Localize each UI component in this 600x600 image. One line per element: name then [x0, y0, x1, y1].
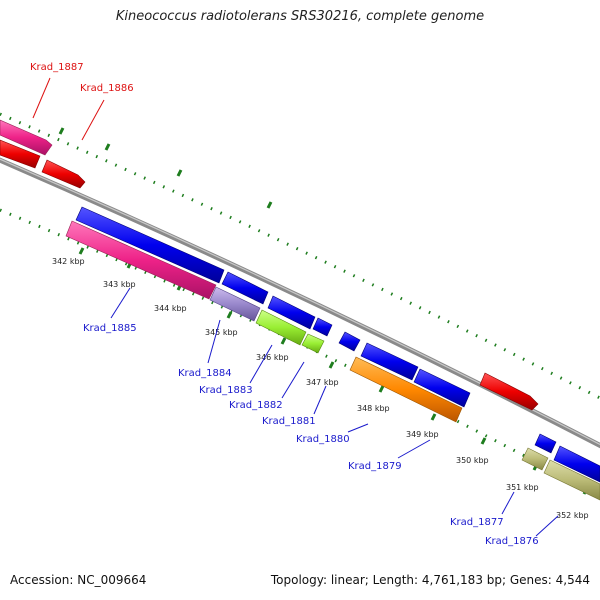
leader-krad-1885	[110, 287, 131, 319]
gene-blue-5[interactable]	[338, 331, 361, 352]
leader-krad-1884	[207, 319, 221, 364]
reverse-genes	[65, 206, 600, 501]
leader-krad-1887	[32, 77, 51, 119]
major-tick	[328, 361, 335, 369]
scale-label: 352 kbp	[556, 511, 589, 520]
scale-label: 343 kbp	[103, 280, 136, 289]
label-krad-1881: Krad_1881	[262, 416, 316, 427]
label-krad-1887: Krad_1887	[30, 62, 84, 73]
label-krad-1876: Krad_1876	[485, 536, 539, 547]
leader-krad-1886	[81, 99, 105, 141]
scale-label: 342 kbp	[52, 257, 85, 266]
scale-label: 348 kbp	[357, 404, 390, 413]
leader-krad-1881	[313, 385, 327, 415]
scale-label: 350 kbp	[456, 456, 489, 465]
label-krad-1880: Krad_1880	[296, 434, 350, 445]
major-tick	[266, 201, 273, 209]
scale-label: 344 kbp	[154, 304, 187, 313]
gene-blue-7[interactable]	[413, 368, 471, 408]
major-tick	[280, 337, 287, 345]
forward-genes	[0, 119, 539, 411]
label-krad-1885: Krad_1885	[83, 323, 137, 334]
scale-label: 345 kbp	[205, 328, 238, 337]
major-tick	[430, 413, 437, 421]
leader-krad-1876	[535, 515, 559, 537]
gene-krad-1877[interactable]	[521, 447, 549, 471]
gene-red-right[interactable]	[479, 372, 539, 411]
reverse-tick-rail	[0, 208, 600, 498]
gene-krad-1884[interactable]	[209, 286, 261, 322]
gene-blue-1[interactable]	[75, 206, 225, 284]
gene-krad-1880[interactable]	[349, 356, 463, 423]
genome-backbone	[0, 157, 600, 449]
gene-blue-6[interactable]	[360, 342, 419, 381]
major-tick	[78, 247, 85, 255]
genome-summary: Topology: linear; Length: 4,761,183 bp; …	[270, 573, 590, 587]
leader-krad-1880	[347, 423, 369, 433]
leader-lines	[32, 77, 559, 537]
label-krad-1879: Krad_1879	[348, 461, 402, 472]
leader-krad-1882	[281, 361, 305, 399]
major-tick	[226, 311, 233, 319]
leader-krad-1883	[249, 344, 273, 384]
label-krad-1882: Krad_1882	[229, 400, 283, 411]
label-krad-1884: Krad_1884	[178, 368, 232, 379]
major-tick	[176, 169, 183, 177]
scale-label: 351 kbp	[506, 483, 539, 492]
scale-label: 346 kbp	[256, 353, 289, 362]
major-tick	[58, 127, 65, 135]
gene-krad-1886-b[interactable]	[41, 159, 86, 189]
gene-blue-2[interactable]	[221, 271, 269, 305]
label-krad-1883: Krad_1883	[199, 385, 253, 396]
major-tick	[480, 437, 487, 445]
major-tick	[104, 143, 111, 151]
gene-krad-1887[interactable]	[0, 119, 53, 156]
gene-blue-8[interactable]	[534, 433, 557, 454]
gene-krad-1883[interactable]	[255, 309, 307, 346]
scale-label: 349 kbp	[406, 430, 439, 439]
gene-blue-3[interactable]	[267, 295, 316, 330]
label-krad-1877: Krad_1877	[450, 517, 504, 528]
scale-label: 347 kbp	[306, 378, 339, 387]
forward-tick-rail	[0, 112, 600, 400]
gene-krad-1885[interactable]	[65, 220, 217, 300]
label-krad-1886: Krad_1886	[80, 83, 134, 94]
gene-krad-1882[interactable]	[301, 333, 325, 354]
gene-blue-9[interactable]	[553, 445, 600, 483]
scale-labels: 342 kbp 343 kbp 344 kbp 345 kbp 346 kbp …	[52, 257, 589, 520]
gene-labels: Krad_1887 Krad_1886 Krad_1885 Krad_1884 …	[30, 62, 539, 547]
accession-label: Accession: NC_009664	[10, 573, 147, 587]
gene-blue-4[interactable]	[312, 317, 333, 337]
gene-krad-1876[interactable]	[543, 459, 600, 501]
map-title: Kineococcus radiotolerans SRS30216, comp…	[115, 9, 485, 24]
leader-krad-1877	[501, 491, 515, 515]
major-tick	[378, 385, 385, 393]
gene-krad-1886[interactable]	[0, 139, 41, 169]
leader-krad-1879	[397, 439, 431, 459]
